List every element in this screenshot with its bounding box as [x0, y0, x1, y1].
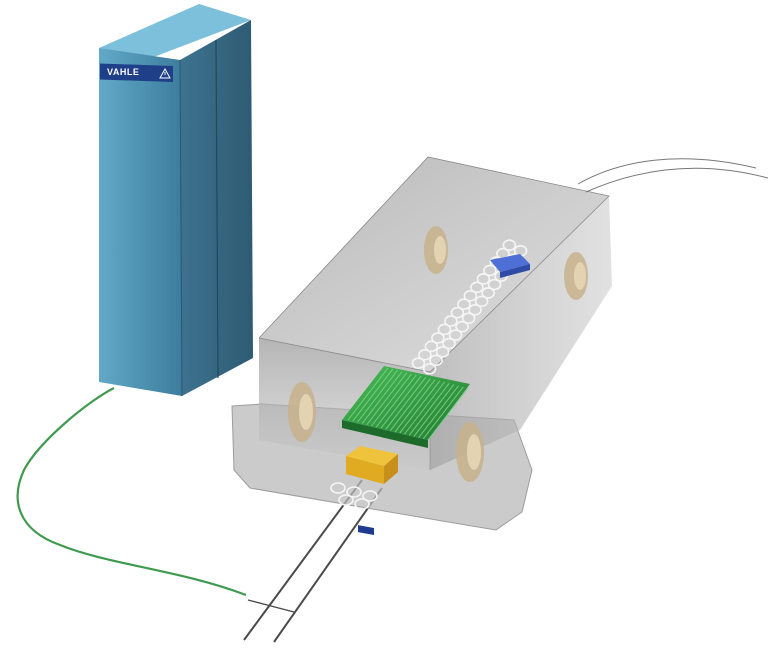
coil-loop	[444, 315, 458, 327]
coil-fin	[375, 374, 417, 428]
wheel-rear-right	[564, 252, 588, 300]
coil-loop	[450, 306, 465, 319]
floor-coil-loop	[330, 482, 346, 494]
coil-fin	[427, 387, 469, 441]
coil-loop	[483, 264, 497, 277]
floor-coil-loop	[354, 498, 370, 510]
coil-fin	[352, 368, 394, 422]
coil-loop	[455, 320, 469, 333]
power-supply-cabinet: VAHLE	[99, 4, 253, 397]
coil-loop	[461, 312, 476, 325]
coil-loop	[411, 357, 426, 370]
coil-fin	[399, 380, 441, 434]
coil-loop	[424, 340, 439, 353]
floor-coil-loop	[338, 494, 354, 506]
coil-fin	[413, 384, 455, 437]
coil-loop	[463, 289, 478, 302]
coil-loop	[476, 273, 491, 285]
vahle-logo: VAHLE	[100, 63, 173, 83]
coil-fin	[389, 378, 431, 431]
coil-loop	[437, 323, 452, 336]
floor-conductor-coil	[330, 482, 378, 510]
position-sensor	[490, 254, 530, 278]
coil-fin	[361, 371, 403, 424]
wheel-rear-left	[424, 226, 448, 274]
coil-loop	[487, 278, 502, 291]
coil-loop	[442, 337, 456, 350]
coil-loop	[431, 332, 445, 344]
coil-loop	[448, 329, 463, 341]
rear-cables	[577, 158, 769, 193]
coil-fin	[394, 379, 436, 433]
coil-loop	[422, 362, 437, 375]
coil-loop	[470, 281, 484, 294]
coil-loop	[418, 348, 432, 361]
coil-fin	[366, 372, 408, 426]
coil-loop	[435, 346, 450, 358]
coil-fin	[418, 385, 459, 438]
coil-fin	[385, 377, 427, 430]
coil-loop	[481, 287, 495, 299]
coil-loop	[502, 239, 517, 251]
coil-loop	[474, 295, 489, 308]
floor-conductor-loop	[243, 479, 383, 643]
coil-loop	[457, 298, 471, 311]
coil-fin	[371, 373, 412, 427]
coil-fin	[380, 375, 422, 429]
coil-fin	[347, 367, 389, 421]
warning-triangle-icon	[159, 67, 171, 79]
supply-cable	[16, 387, 247, 597]
coil-fin	[408, 382, 450, 436]
coil-loop	[468, 303, 482, 316]
floor-coil-loop	[346, 486, 362, 498]
floor-coil-loop	[362, 490, 378, 502]
coil-fin	[404, 381, 445, 435]
coil-loop	[429, 354, 443, 367]
pickup-connector	[346, 446, 398, 535]
wheel-front-left	[288, 382, 316, 442]
coil-fin	[422, 386, 464, 440]
coil-fin	[357, 370, 398, 423]
brand-label: VAHLE	[107, 67, 139, 77]
wheel-front-right	[456, 422, 484, 482]
pickup-coil	[342, 366, 470, 448]
